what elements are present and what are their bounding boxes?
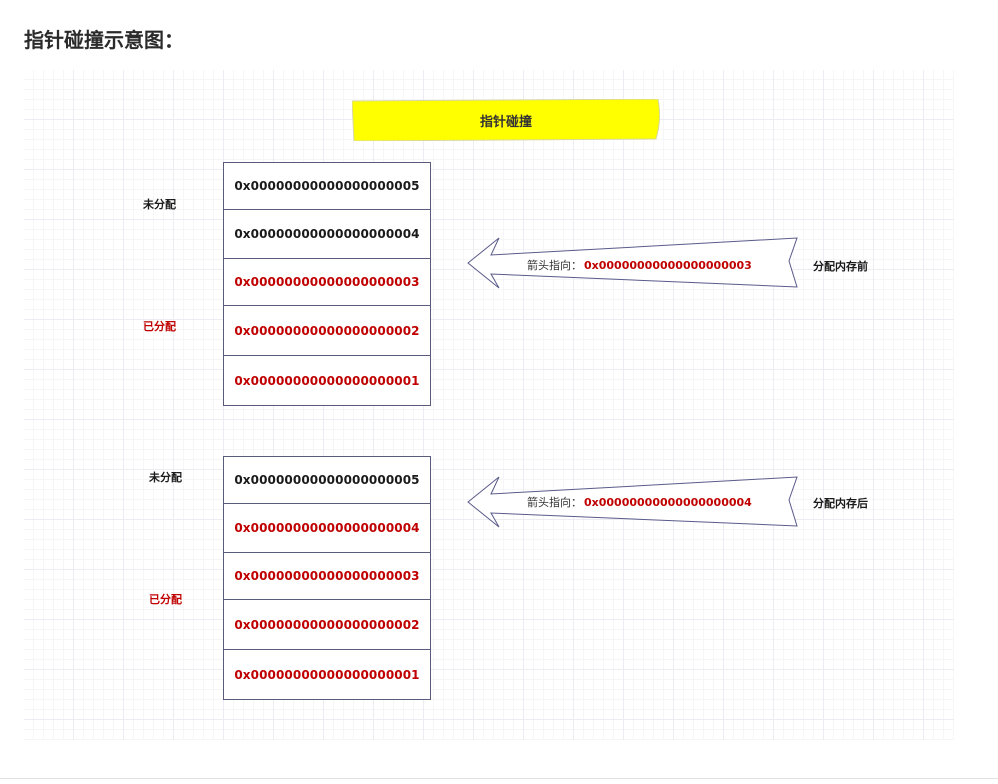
after-unallocated-label: 未分配 bbox=[149, 471, 182, 484]
after-arrow-caption: 箭头指向：0x00000000000000000004 bbox=[527, 494, 752, 510]
before-cell-4: 0x00000000000000000004 bbox=[224, 210, 430, 259]
before-state-label: 分配内存前 bbox=[813, 260, 868, 273]
after-state-label: 分配内存后 bbox=[813, 497, 868, 510]
before-cell-3: 0x00000000000000000003 bbox=[224, 259, 430, 306]
before-arrow-caption: 箭头指向：0x00000000000000000003 bbox=[527, 257, 752, 273]
after-memory-stack: 0x00000000000000000005 0x000000000000000… bbox=[223, 456, 431, 700]
after-arrow-prefix: 箭头指向： bbox=[527, 496, 582, 509]
after-cell-4: 0x00000000000000000004 bbox=[224, 504, 430, 553]
note-shape bbox=[352, 99, 660, 141]
after-allocated-label: 已分配 bbox=[149, 593, 182, 606]
page-heading: 指针碰撞示意图： bbox=[24, 28, 184, 52]
after-cell-1: 0x00000000000000000001 bbox=[234, 667, 420, 682]
title-note: 指针碰撞 bbox=[352, 99, 660, 141]
after-cell-2: 0x00000000000000000002 bbox=[224, 600, 430, 650]
before-allocated-label: 已分配 bbox=[143, 320, 176, 333]
after-cell-5: 0x00000000000000000005 bbox=[224, 457, 430, 504]
before-unallocated-label: 未分配 bbox=[143, 198, 176, 211]
diagram-canvas: 指针碰撞 未分配 已分配 0x00000000000000000005 0x00… bbox=[24, 70, 954, 740]
before-memory-stack: 0x00000000000000000005 0x000000000000000… bbox=[223, 162, 431, 406]
before-arrow-prefix: 箭头指向： bbox=[527, 259, 582, 272]
before-cell-5: 0x00000000000000000005 bbox=[224, 163, 430, 210]
before-cell-1: 0x00000000000000000001 bbox=[234, 373, 420, 388]
before-pointer-arrow bbox=[467, 237, 798, 289]
after-pointer-arrow bbox=[467, 476, 798, 528]
before-cell-2: 0x00000000000000000002 bbox=[224, 306, 430, 356]
before-arrow-address: 0x00000000000000000003 bbox=[584, 259, 752, 272]
title-note-text: 指针碰撞 bbox=[479, 114, 532, 130]
after-cell-3: 0x00000000000000000003 bbox=[224, 553, 430, 600]
bottom-divider bbox=[0, 778, 998, 779]
after-arrow-address: 0x00000000000000000004 bbox=[584, 496, 752, 509]
